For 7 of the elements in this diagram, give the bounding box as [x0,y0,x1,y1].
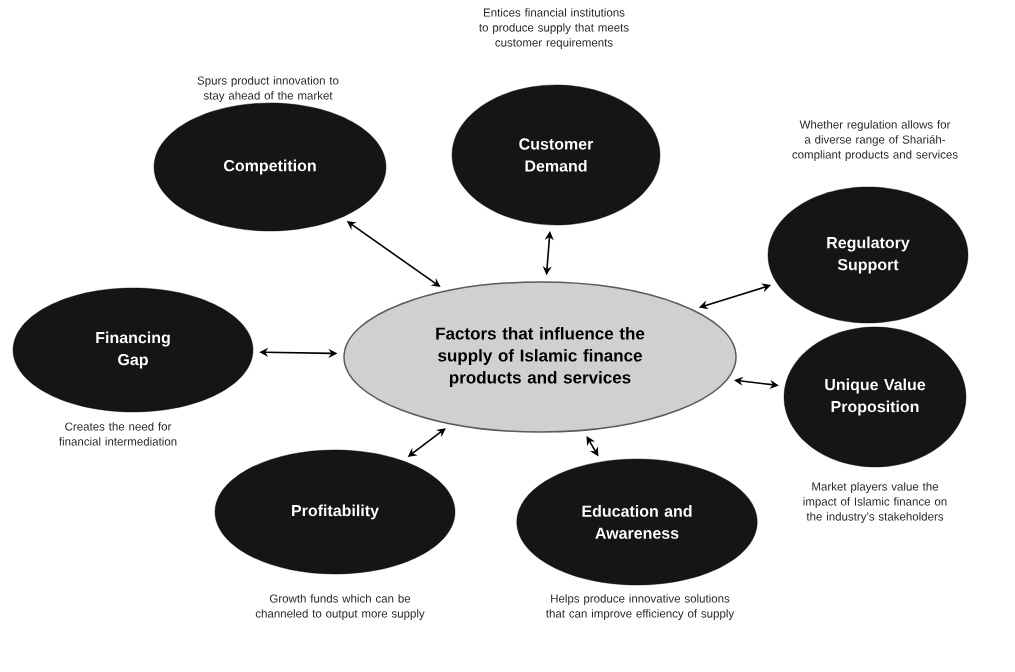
caption-text: Market players value the impact of Islamic finance on the industry’s stakeholders [803,482,947,523]
caption-text: Spurs product innovation to stay ahead of the market [197,76,339,102]
caption-text: Creates the need for financial intermediation [59,422,177,446]
caption-text: Entices financial institutions to produce supply that meets customer requirements [479,8,629,49]
caption-text: Whether regulation allows for a diverse range of Shariáh-compliant products and services [792,120,958,161]
caption-text: Growth funds which can be channeled to output more supply [255,594,425,620]
caption-text: Helps produce innovative solutions that can improve efficiency of supply [546,594,735,620]
